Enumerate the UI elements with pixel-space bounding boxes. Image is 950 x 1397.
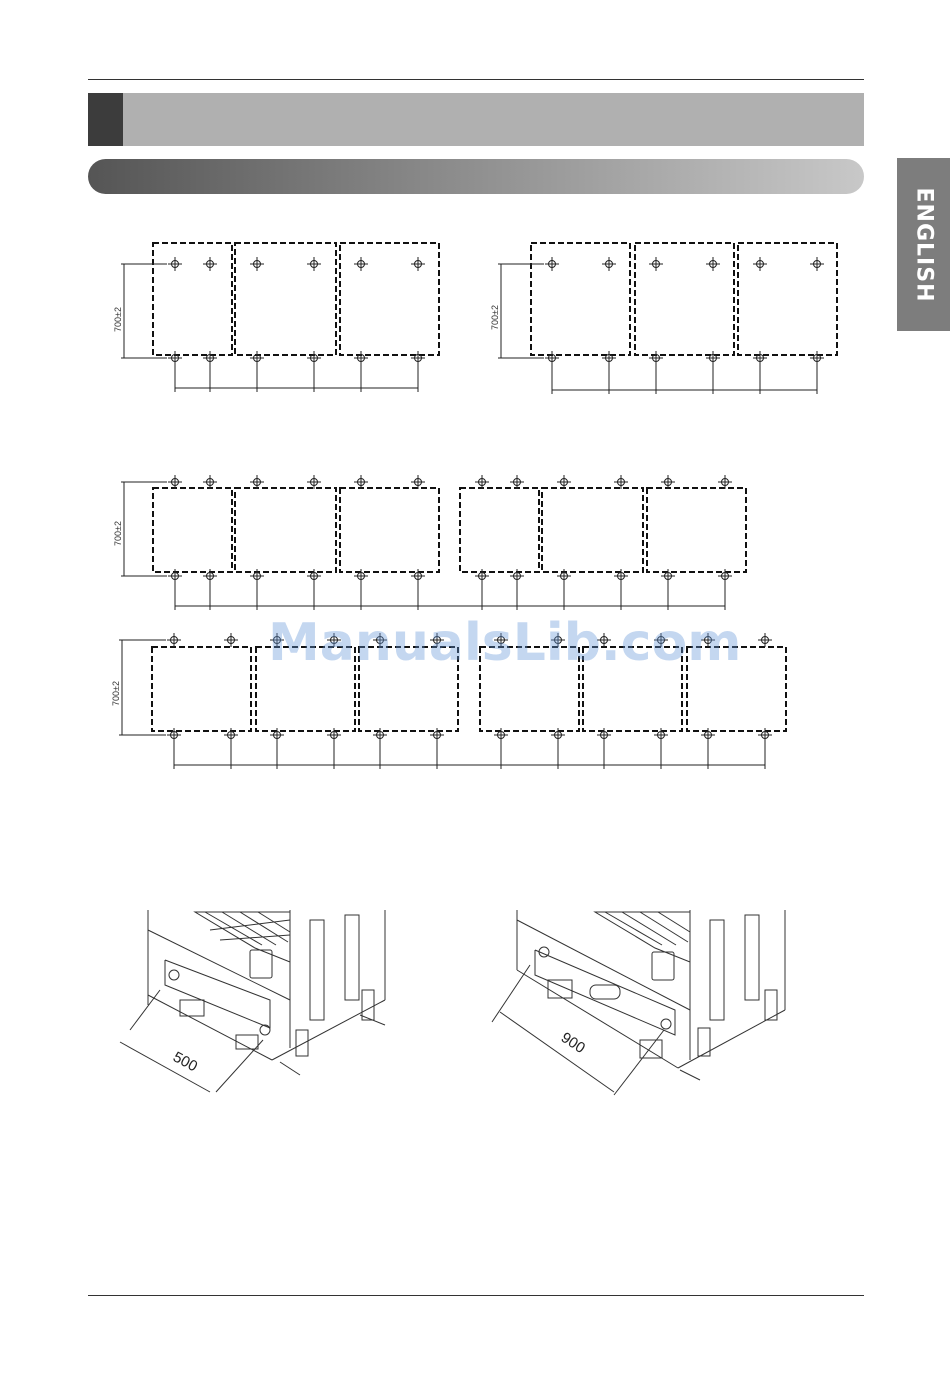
- unit-footprint: [738, 243, 837, 355]
- layout-2-height-label: 700±2: [490, 305, 500, 330]
- unit-footprint: [647, 488, 746, 572]
- watermark: ManualsLib.com: [268, 613, 741, 673]
- unit-footprint: [460, 488, 539, 572]
- unit-view-right-dimension: 900: [558, 1029, 588, 1057]
- unit-footprint: [152, 647, 251, 731]
- unit-footprint: [235, 488, 336, 572]
- unit-footprint: [531, 243, 630, 355]
- layout-4-height-label: 700±2: [111, 681, 121, 706]
- unit-view-left: [120, 910, 385, 1092]
- bottom-rule: [88, 1295, 864, 1296]
- unit-footprint: [235, 243, 336, 355]
- unit-view-left-dimension: 500: [170, 1049, 200, 1076]
- unit-footprint: [542, 488, 643, 572]
- layout-3-height-label: 700±2: [113, 521, 123, 546]
- unit-footprint: [340, 243, 439, 355]
- unit-footprint: [153, 488, 232, 572]
- unit-view-right: [492, 910, 785, 1095]
- layout-1-height-label: 700±2: [113, 307, 123, 332]
- unit-footprint: [635, 243, 734, 355]
- unit-footprint: [153, 243, 232, 355]
- foundation-layouts: [119, 243, 837, 769]
- unit-footprint: [340, 488, 439, 572]
